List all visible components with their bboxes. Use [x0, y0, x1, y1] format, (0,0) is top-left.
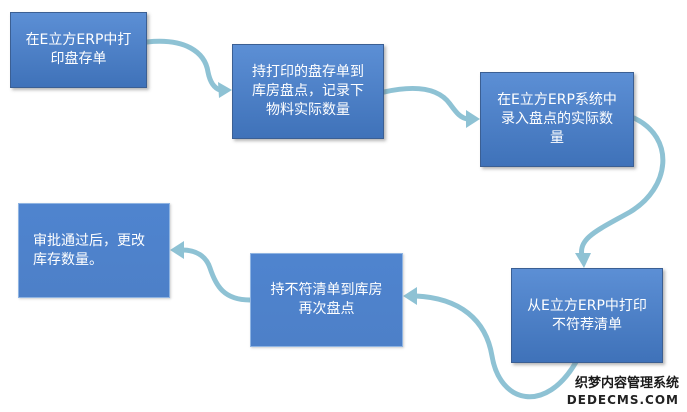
step-recount: 持不符清单到库房 再次盘点: [250, 253, 403, 347]
step-approve-change: 审批通过后，更改 库存数量。: [18, 203, 170, 298]
step-count-warehouse: 持打印的盘存单到 库房盘点，记录下 物料实际数量: [232, 44, 384, 139]
connector-3-to-4: [579, 115, 666, 259]
step-print-mismatch: 从E立方ERP中打印 不符荐清单: [511, 268, 663, 363]
connector-4-to-5: [413, 293, 579, 400]
watermark-line-2: DEDECMS.COM: [566, 393, 679, 407]
connector-2-to-3: [381, 85, 471, 122]
step-enter-actual: 在E立方ERP系统中 录入盘点的实际数 量: [480, 72, 634, 167]
arrowhead-2-to-3: [466, 110, 480, 128]
arrowhead-5-to-6: [170, 241, 184, 259]
arrowhead-3-to-4: [575, 253, 591, 268]
connector-5-to-6: [179, 247, 253, 303]
step-print-inventory: 在E立方ERP中打 印盘存单: [10, 12, 147, 88]
connector-1-to-2: [144, 38, 223, 93]
arrowhead-4-to-5: [403, 287, 417, 305]
watermark-line-1: 织梦内容管理系统: [574, 376, 679, 391]
arrowhead-1-to-2: [218, 82, 232, 98]
watermark-logo: 织梦内容管理系统 DEDECMS.COM: [567, 376, 679, 408]
